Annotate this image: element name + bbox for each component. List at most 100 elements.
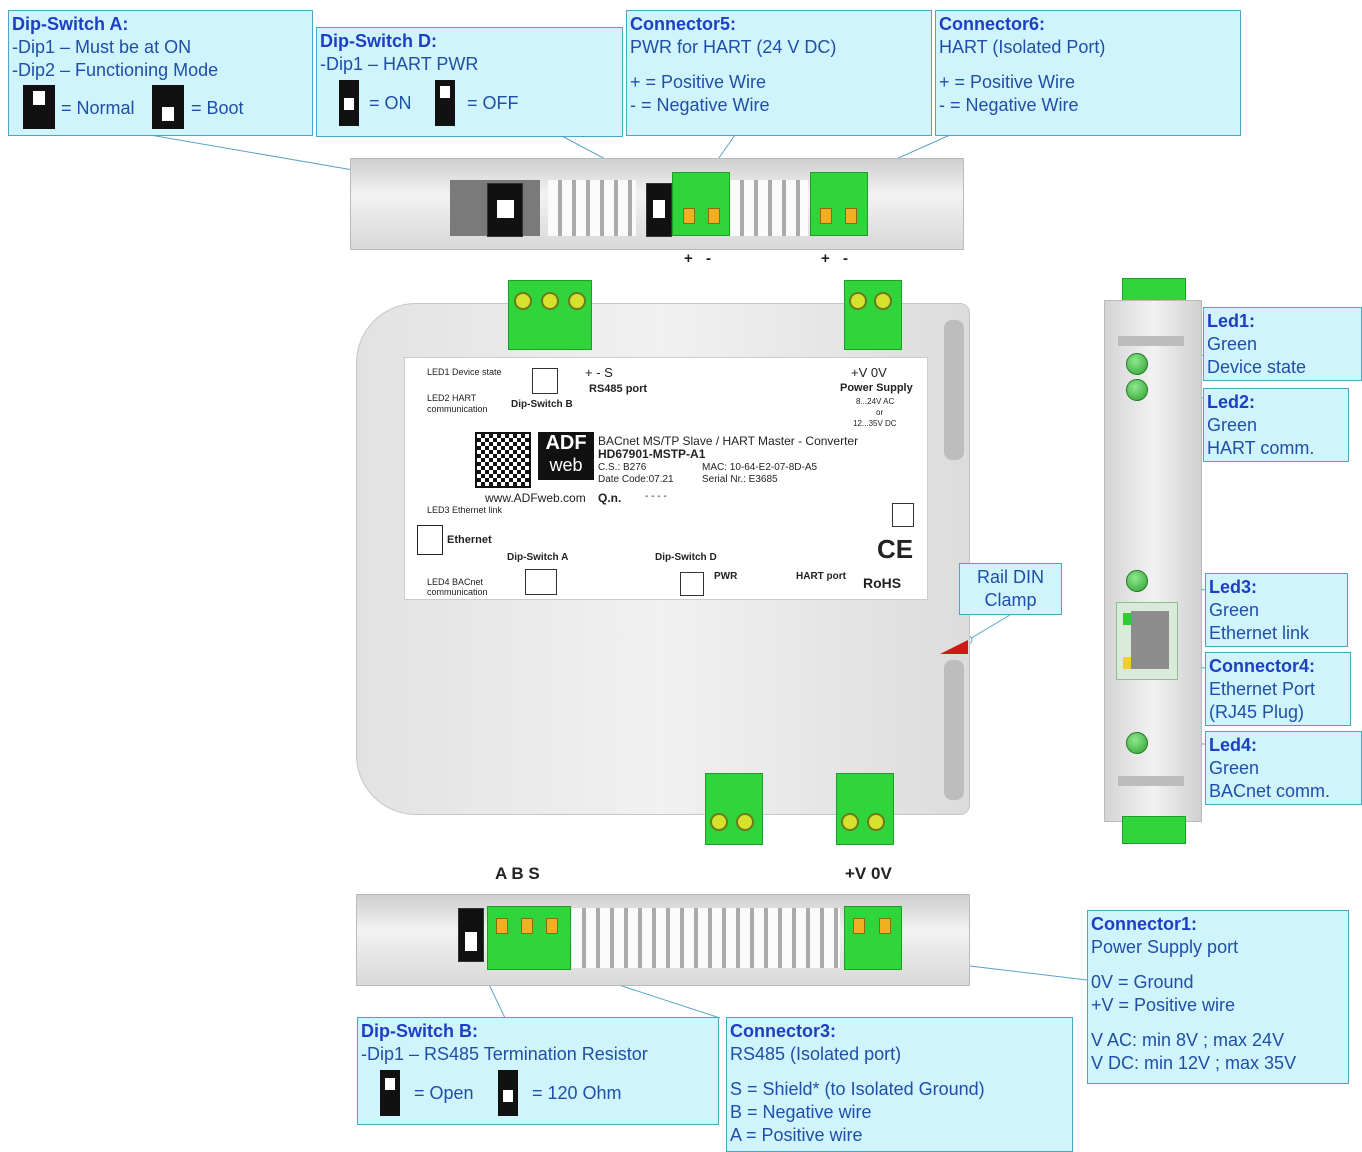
dip-d-off-icon [435,80,455,126]
conn6-plus: + [821,250,830,267]
connector3-pin [496,918,508,934]
front-terminal-bottom-right [836,773,894,845]
front-label-panel: LED1 Device state LED2 HART communicatio… [404,357,928,600]
panel-rs485: RS485 port [589,383,648,395]
dip-a-normal-icon [23,85,55,129]
conn6-title: Connector6: [939,14,1046,34]
conn6-line1: HART (Isolated Port) [939,37,1106,57]
led2-line1: Green [1207,415,1258,435]
panel-date: Date Code:07.21 [598,474,674,485]
led4-line1: Green [1209,758,1260,778]
dip-a-boot: = Boot [191,98,244,118]
panel-led2a: LED2 HART [427,393,477,403]
panel-pwr1: 8...24V AC [856,397,895,406]
panel-led4a: LED4 BACnet [427,577,484,587]
panel-dipb: Dip-Switch B [511,399,573,410]
dip-a-line1: -Dip1 – Must be at ON [12,37,192,57]
conn3-title: Connector3: [730,1021,837,1041]
qr-code [475,432,531,488]
connector6-pin [845,208,857,224]
conn5-line2: + = Positive Wire [630,72,767,92]
callout-led1: Led1: Green Device state [1203,307,1362,381]
screw [841,813,859,831]
conn5-plus: + [684,250,693,267]
panel-pwr-label: PWR [714,571,738,582]
panel-cs: C.S.: B276 [598,462,647,473]
front-terminal-top-left [508,280,592,350]
conn4-line1: Ethernet Port [1209,679,1316,699]
side-terminal-bottom [1122,816,1186,844]
rj45-port [1116,602,1178,680]
rj45-led-yellow [1123,657,1131,669]
connector5-terminal [672,172,730,236]
led4-title: Led4: [1209,735,1258,755]
connector5-pin [683,208,695,224]
front-terminal-bottom-left [705,773,763,845]
panel-dipb-icon [532,368,558,394]
screw [867,813,885,831]
led4-line2: BACnet comm. [1209,781,1331,801]
dip-b-ohm-icon [498,1070,518,1116]
panel-led1: LED1 Device state [427,367,502,377]
logo-web: web [549,455,583,475]
led2-line2: HART comm. [1207,438,1315,458]
panel-qn: Q.n. [598,491,622,505]
screw [736,813,754,831]
conn4-line2: (RJ45 Plug) [1209,702,1305,722]
panel-power-supply: Power Supply [840,382,913,394]
panel-dipd: Dip-Switch D [655,552,717,563]
conn3-line3: B = Negative wire [730,1102,872,1122]
conn1-line1: Power Supply port [1091,937,1239,957]
panel-pwr-signals: +V 0V [851,365,887,380]
led3-ethernet-link [1126,570,1148,592]
conn6-line3: - = Negative Wire [939,95,1079,115]
weee-icon [892,503,914,527]
callout-connector3: Connector3: RS485 (Isolated port) S = Sh… [726,1017,1073,1152]
top-rail-ribs [548,180,636,236]
conn1-line4: V AC: min 8V ; max 24V [1091,1030,1285,1050]
connector6-terminal [810,172,868,236]
connector5-pin [708,208,720,224]
dip-d-line1: -Dip1 – HART PWR [320,54,479,74]
dip-d-on-icon [339,80,359,126]
dip-b-line1: -Dip1 – RS485 Termination Resistor [361,1044,648,1064]
conn5-minus: - [706,250,711,267]
led3-line1: Green [1209,600,1260,620]
dip-d-on: = ON [369,93,412,113]
rail-clip-top [944,320,964,460]
ce-mark: CE [877,534,914,564]
connector3-pin [521,918,533,934]
dip-b-title: Dip-Switch B: [361,1021,478,1041]
conn3-line2: S = Shield* (to Isolated Ground) [730,1079,985,1099]
panel-description: BACnet MS/TP Slave / HART Master - Conve… [598,434,859,448]
connector6-pin [820,208,832,224]
dip-a-title: Dip-Switch A: [12,14,129,34]
logo-adf: ADF [545,432,587,454]
panel-mac: MAC: 10-64-E2-07-8D-A5 [702,462,818,473]
rail-line2: Clamp [984,590,1037,610]
panel-dipa-icon [525,569,557,595]
connector1-terminal [844,906,902,970]
ethernet-icon [417,525,443,555]
screw [568,292,586,310]
conn5-title: Connector5: [630,14,737,34]
side-slot-bottom [1118,776,1184,786]
dip-d-off: = OFF [467,93,519,113]
panel-ethernet: Ethernet [447,534,492,546]
callout-led2: Led2: Green HART comm. [1203,388,1349,462]
led1-line1: Green [1207,334,1258,354]
panel-led4b: communication [427,587,488,597]
conn3-line1: RS485 (Isolated port) [730,1044,902,1064]
rs485-pin-labels: A B S [495,864,540,883]
side-body [1104,300,1202,822]
rj45-led-green [1123,613,1131,625]
rohs-mark: RoHS [863,575,902,591]
led2-hart-comm [1126,379,1148,401]
callout-led4: Led4: Green BACnet comm. [1205,731,1362,805]
conn1-title: Connector1: [1091,914,1198,934]
dip-a-normal: = Normal [61,98,135,118]
callout-connector5: Connector5: PWR for HART (24 V DC) + = P… [626,10,932,136]
panel-rs485-signals: + - S [585,365,613,380]
dip-a-line2: -Dip2 – Functioning Mode [12,60,219,80]
screw [849,292,867,310]
